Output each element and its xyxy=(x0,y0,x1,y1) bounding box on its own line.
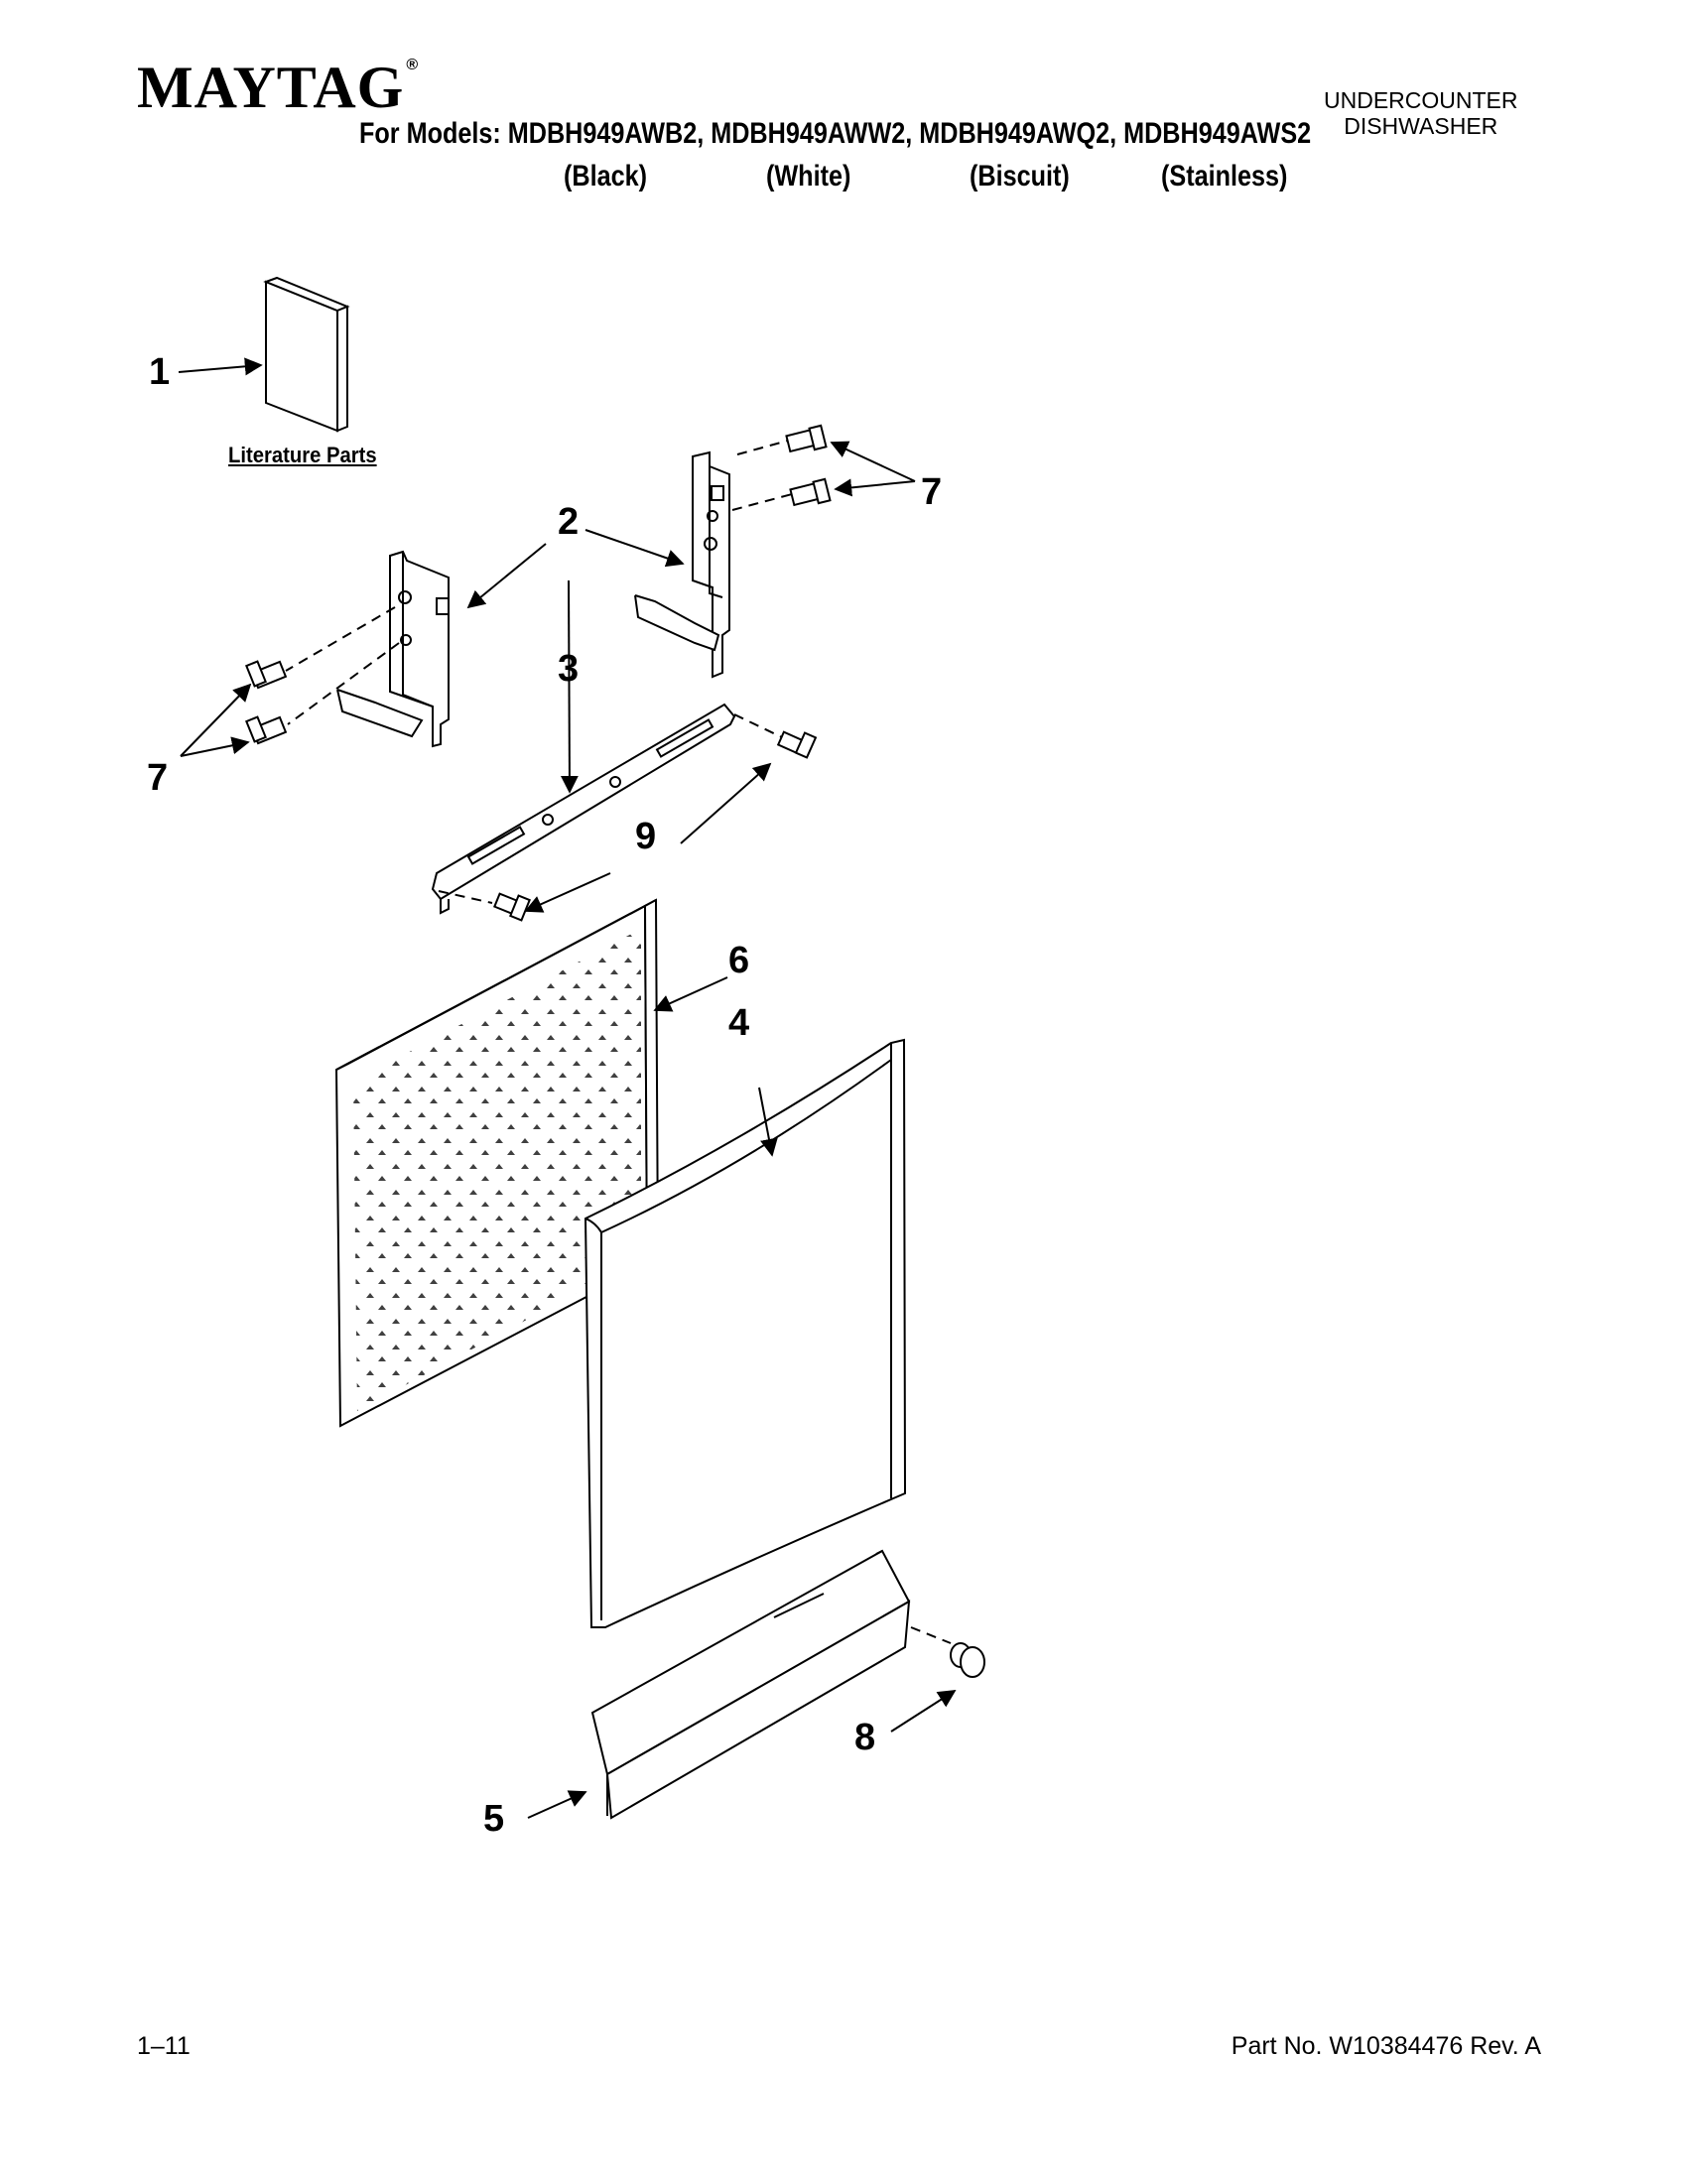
category-line-2: DISHWASHER xyxy=(1344,113,1498,139)
door-panel-insulation xyxy=(334,898,728,1428)
callout-7-upper: 7 xyxy=(921,471,943,513)
callout-8: 8 xyxy=(854,1717,876,1758)
literature-parts-label: Literature Parts xyxy=(228,443,377,467)
outer-door-panel xyxy=(584,1038,907,1628)
bracket-screw-left xyxy=(438,890,531,922)
product-category: UNDERCOUNTER DISHWASHER xyxy=(1324,87,1518,139)
hinge-bracket-left xyxy=(336,543,547,748)
kick-plate xyxy=(527,1549,911,1820)
callout-3: 3 xyxy=(558,648,580,690)
literature-booklet xyxy=(178,276,350,433)
kick-plate-fastener xyxy=(890,1626,985,1733)
panel-mounting-bracket xyxy=(431,579,736,915)
page-number: 1–11 xyxy=(137,2032,191,2060)
callout-9: 9 xyxy=(635,816,657,857)
category-line-1: UNDERCOUNTER xyxy=(1324,87,1518,113)
hinge-screw-upper-1 xyxy=(736,424,828,455)
callout-1: 1 xyxy=(149,351,171,393)
bracket-screw-right xyxy=(733,713,818,759)
hinge-screw-lower-2 xyxy=(245,642,400,745)
color-stainless: (Stainless) xyxy=(1161,160,1288,193)
hinge-screw-lower-1 xyxy=(245,606,396,690)
callout-2: 2 xyxy=(558,501,580,543)
callout-6: 6 xyxy=(728,940,750,981)
part-number: Part No. W10384476 Rev. A xyxy=(1231,2032,1541,2060)
brand-logo: MAYTAG® xyxy=(137,55,420,120)
callout-5: 5 xyxy=(483,1798,505,1840)
hinge-bracket-right xyxy=(584,450,730,679)
color-white: (White) xyxy=(766,160,851,193)
registered-mark: ® xyxy=(406,57,420,73)
brand-name: MAYTAG xyxy=(137,55,405,120)
models-line: For Models: MDBH949AWB2, MDBH949AWW2, MD… xyxy=(359,117,1312,150)
callout-7-lower: 7 xyxy=(147,757,169,799)
color-biscuit: (Biscuit) xyxy=(970,160,1070,193)
color-black: (Black) xyxy=(564,160,648,193)
callout-4: 4 xyxy=(728,1002,750,1044)
hinge-screw-upper-2 xyxy=(731,477,832,511)
